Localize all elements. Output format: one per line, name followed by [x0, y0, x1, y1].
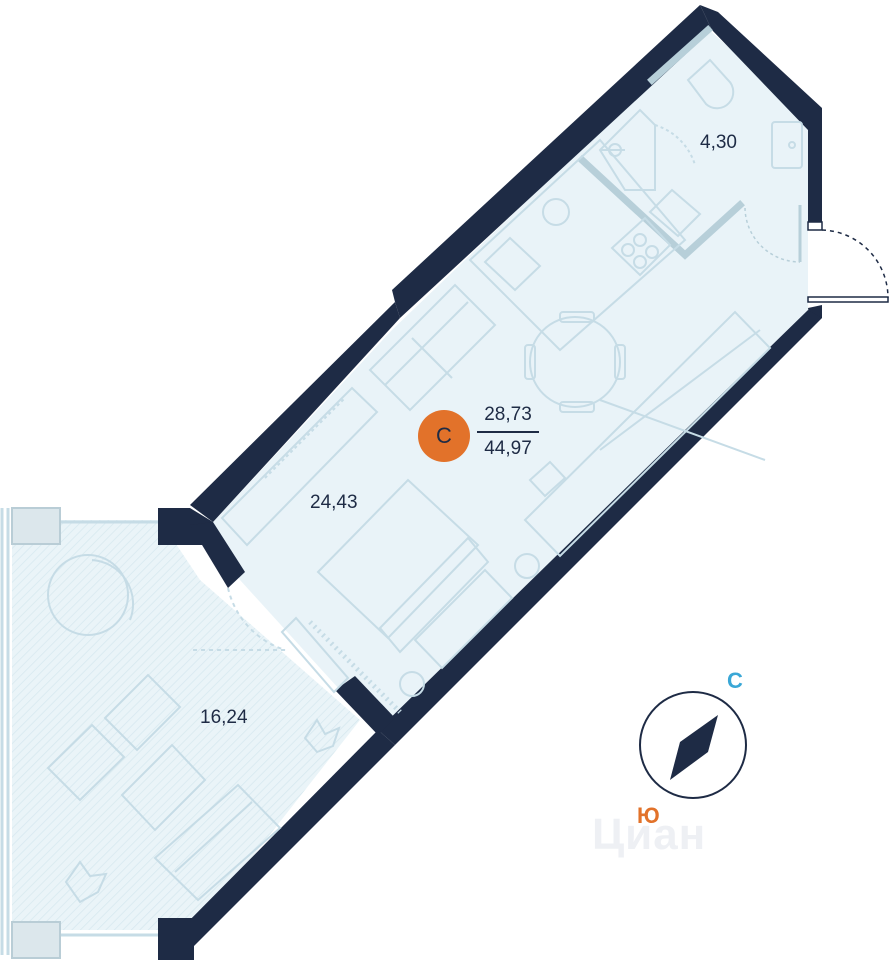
chair-icon: [528, 460, 567, 498]
wall-bottom-foot: [158, 918, 194, 960]
wall-top-corner: [700, 5, 822, 130]
unit-type-badge: С: [418, 410, 470, 462]
compass-needle-icon: [670, 715, 718, 780]
sink-icon: [771, 121, 803, 169]
loggia-frame: [0, 508, 158, 955]
wall-right-long: [378, 310, 822, 745]
furniture: [46, 58, 803, 904]
area-divider: [477, 431, 539, 433]
rack-icon: [413, 568, 514, 670]
lamp-icon: [47, 554, 129, 636]
kitchen-sink-icon: [542, 198, 570, 226]
loggia-floor: [12, 520, 360, 930]
compass-north-label: С: [727, 668, 743, 693]
kitchen-counter: [468, 138, 687, 352]
loggia-plant-icon: [303, 718, 341, 754]
watermark: Циан: [592, 810, 707, 859]
bed-icon: [316, 478, 480, 640]
area-summary: 28,73 44,97: [477, 404, 539, 460]
radiator-icon: [280, 616, 350, 694]
wall-upper-left: [392, 5, 712, 318]
compass: [639, 691, 747, 799]
loggia-plant-icon-2: [64, 860, 108, 904]
shower-icon: [598, 108, 656, 191]
stove-icon: [610, 216, 672, 277]
wall-top-left-long: [190, 302, 400, 522]
wardrobe-icon: [220, 386, 379, 547]
compass-ring: [639, 691, 747, 799]
armchair-icon: [103, 673, 182, 752]
walls: [158, 5, 822, 960]
plant-icon-2: [399, 671, 425, 697]
room-area-bathroom: 4,30: [700, 132, 737, 153]
room-area-main: 24,43: [310, 492, 358, 513]
wall-door-jamb-upper: [190, 522, 245, 588]
dining-table-icon: [529, 316, 621, 408]
wall-right-upper: [808, 108, 822, 222]
compass-south-label: Ю: [637, 803, 660, 828]
sofa-icon: [368, 283, 497, 412]
room-area-loggia: 16,24: [200, 707, 248, 728]
loggia-post-bottom: [11, 921, 61, 959]
bathroom-partition: [577, 25, 745, 260]
wall-bottom-diagonal: [175, 730, 395, 950]
coffee-table-icon: [120, 743, 207, 832]
living-area: 28,73: [484, 404, 532, 425]
wall-door-jamb-lower: [335, 676, 395, 735]
closet-icon: [523, 310, 772, 558]
plant-icon: [514, 553, 540, 579]
loggia-sofa-icon: [153, 783, 282, 902]
loggia-post-top: [11, 507, 61, 545]
toilet-icon: [686, 58, 735, 110]
entrance-door: [744, 205, 889, 303]
armchair-icon-2: [46, 723, 126, 802]
washing-machine-icon: [648, 188, 702, 238]
total-area: 44,97: [484, 437, 532, 459]
fridge-icon: [483, 236, 542, 292]
